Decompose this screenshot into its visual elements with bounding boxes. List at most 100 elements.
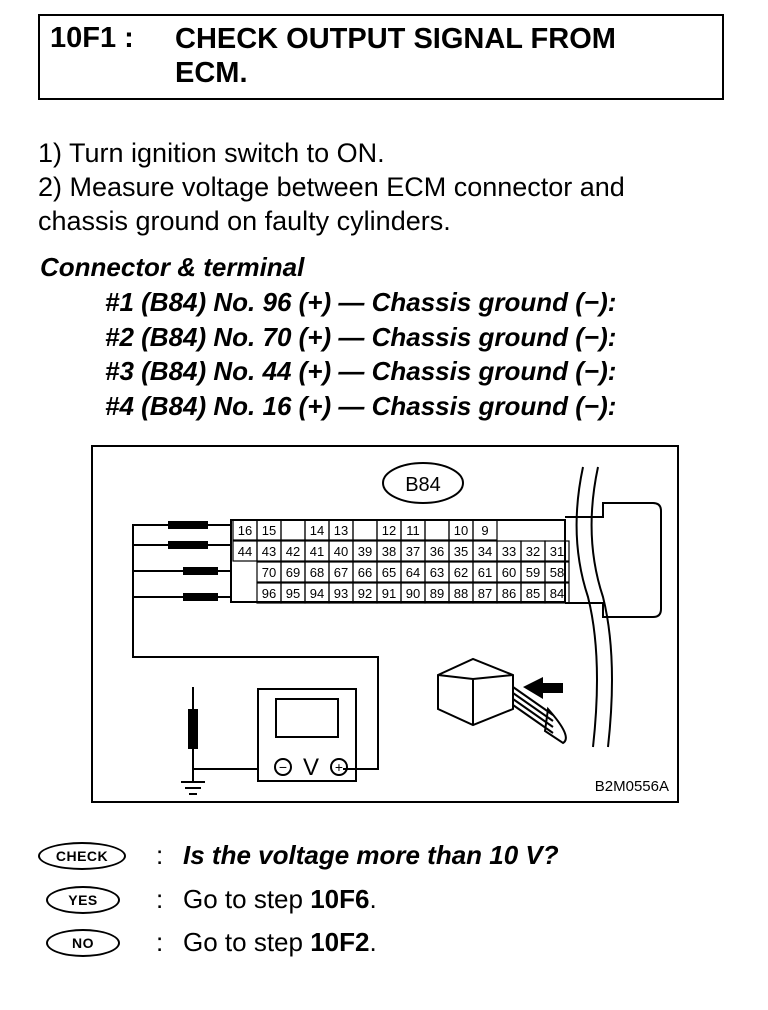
probe-16 — [168, 521, 208, 529]
cut-line-2 — [590, 466, 613, 748]
connector-terminal-list: #1 (B84) No. 96 (+) — Chassis ground (−)… — [105, 285, 616, 423]
terminal-number: 70 — [262, 565, 276, 580]
terminal-cell — [544, 561, 570, 583]
terminal-number: 94 — [310, 586, 324, 601]
terminal-number: 63 — [430, 565, 444, 580]
terminal-number: 13 — [334, 523, 348, 538]
terminal-number: 87 — [478, 586, 492, 601]
small-connector — [437, 657, 514, 727]
no-text: Go to step 10F2. — [183, 927, 377, 958]
terminal-number: 32 — [526, 544, 540, 559]
terminal-number: 66 — [358, 565, 372, 580]
wire-sheath — [543, 706, 567, 745]
no-text-end: . — [369, 927, 377, 957]
terminal-number: 96 — [262, 586, 276, 601]
terminal-number: 88 — [454, 586, 468, 601]
step-title: CHECK OUTPUT SIGNAL FROM ECM. — [175, 22, 695, 90]
connector-label-oval — [382, 462, 464, 504]
terminal-cell — [352, 519, 378, 541]
voltmeter-minus-terminal — [274, 758, 292, 776]
terminal-line-2: #2 (B84) No. 70 (+) — Chassis ground (−)… — [105, 321, 617, 352]
yes-colon: : — [156, 884, 164, 914]
terminal-cell — [424, 519, 450, 541]
cut-line-1 — [575, 466, 598, 748]
probe-70 — [183, 567, 218, 575]
connector-heading: Connector & terminal — [40, 252, 305, 282]
step-title-line-1: CHECK OUTPUT SIGNAL FROM — [175, 23, 616, 55]
terminal-number: 68 — [310, 565, 324, 580]
terminal-number: 61 — [478, 565, 492, 580]
terminal-number: 41 — [310, 544, 324, 559]
yes-row: YES : Go to step 10F6. — [38, 884, 738, 922]
terminal-number: 86 — [502, 586, 516, 601]
terminal-number: 92 — [358, 586, 372, 601]
instructions: 1) Turn ignition switch to ON. 2) Measur… — [38, 136, 738, 238]
terminal-number: 16 — [238, 523, 252, 538]
terminal-number: 64 — [406, 565, 420, 580]
terminal-number: 44 — [238, 544, 252, 559]
connector-housing — [565, 502, 662, 618]
terminal-cell — [472, 519, 498, 541]
instruction-2-cont: chassis ground on faulty cylinders. — [38, 206, 451, 236]
terminal-number: 59 — [526, 565, 540, 580]
check-badge: CHECK — [38, 842, 126, 870]
step-title-line-2: ECM. — [175, 57, 248, 89]
terminal-number: 10 — [454, 523, 468, 538]
small-connector-wires — [512, 686, 554, 734]
ground-probe — [188, 709, 198, 749]
direction-arrow — [523, 677, 563, 699]
terminal-number: 33 — [502, 544, 516, 559]
terminal-number: 37 — [406, 544, 420, 559]
terminal-number: 12 — [382, 523, 396, 538]
voltmeter-plus-terminal — [330, 758, 348, 776]
terminal-number: 65 — [382, 565, 396, 580]
terminal-number: 9 — [481, 523, 488, 538]
instruction-1: 1) Turn ignition switch to ON. — [38, 138, 385, 168]
no-row: NO : Go to step 10F2. — [38, 927, 738, 965]
step-header-box: 10F1 : CHECK OUTPUT SIGNAL FROM ECM. — [38, 14, 724, 100]
terminal-number: 38 — [382, 544, 396, 559]
probe-44 — [168, 541, 208, 549]
terminal-cell — [544, 582, 570, 604]
terminal-number: 91 — [382, 586, 396, 601]
terminal-number: 89 — [430, 586, 444, 601]
wire-16 — [132, 524, 379, 770]
terminal-number: 69 — [286, 565, 300, 580]
terminal-number: 67 — [334, 565, 348, 580]
terminal-number: 85 — [526, 586, 540, 601]
meter-minus-label: − — [279, 759, 287, 775]
yes-text: Go to step 10F6. — [183, 884, 377, 915]
terminal-number: 43 — [262, 544, 276, 559]
no-step-link[interactable]: 10F2 — [310, 927, 370, 957]
meter-v-label: V — [303, 754, 319, 781]
no-colon: : — [156, 927, 164, 957]
meter-plus-label: + — [335, 759, 343, 775]
ground-wire — [192, 687, 258, 782]
voltmeter-body — [257, 688, 357, 782]
terminal-line-4: #4 (B84) No. 16 (+) — Chassis ground (−)… — [105, 390, 617, 421]
terminal-number: 60 — [502, 565, 516, 580]
terminal-number: 35 — [454, 544, 468, 559]
terminal-number: 34 — [478, 544, 492, 559]
terminal-number: 84 — [550, 586, 564, 601]
step-number: 10F1 : — [50, 22, 134, 54]
no-badge: NO — [46, 929, 120, 957]
terminal-number: 93 — [334, 586, 348, 601]
terminal-line-3: #3 (B84) No. 44 (+) — Chassis ground (−)… — [105, 356, 617, 386]
diagram-code: B2M0556A — [594, 778, 669, 795]
yes-step-link[interactable]: 10F6 — [310, 884, 370, 914]
terminal-number: 11 — [406, 523, 420, 538]
small-connector-edges — [437, 674, 514, 725]
terminal-number: 95 — [286, 586, 300, 601]
instruction-2: 2) Measure voltage between ECM connector… — [38, 172, 625, 202]
terminal-number: 62 — [454, 565, 468, 580]
terminal-cell — [280, 519, 306, 541]
terminal-number: 15 — [262, 523, 276, 538]
terminal-number: 31 — [550, 544, 564, 559]
yes-text-prefix: Go to step — [183, 884, 311, 914]
terminal-number: 90 — [406, 586, 420, 601]
no-text-prefix: Go to step — [183, 927, 311, 957]
terminal-number: 36 — [430, 544, 444, 559]
yes-text-end: . — [369, 884, 377, 914]
